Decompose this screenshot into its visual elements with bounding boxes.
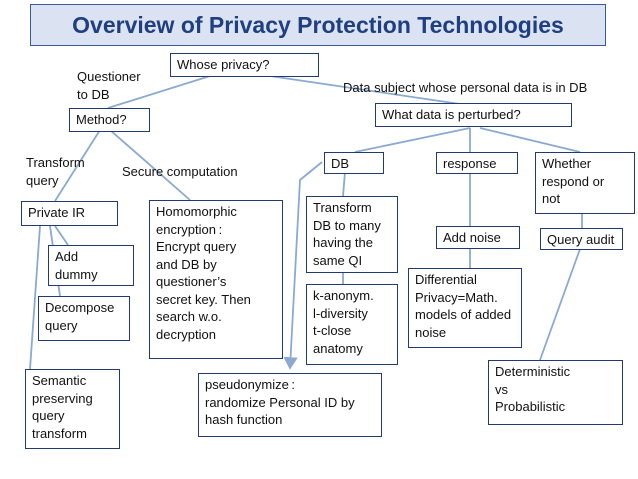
query-audit-node: Query audit	[540, 228, 623, 250]
pseudonymize-node: pseudonymize : randomize Personal ID by …	[198, 373, 382, 437]
differential-privacy-node: Differential Privacy=Math. models of add…	[408, 268, 522, 348]
add-dummy-node: Add dummy	[48, 245, 134, 286]
what-data-perturbed-node: What data is perturbed?	[375, 103, 572, 127]
transform-db-node: Transform DB to many having the same QI	[306, 196, 398, 273]
secure-computation-label: Secure computation	[122, 164, 238, 179]
method-node: Method?	[69, 108, 150, 132]
whose-privacy-node: Whose privacy?	[170, 53, 319, 77]
whether-respond-node: Whether respond or not	[535, 152, 635, 214]
transform-query-label: Transform query	[26, 155, 85, 188]
data-subject-label: Data subject whose personal data is in D…	[343, 80, 588, 95]
deterministic-node: Deterministic vs Probabilistic	[488, 360, 623, 425]
semantic-preserving-node: Semantic preserving query transform	[25, 369, 120, 449]
k-anonym-node: k-anonym. l-diversity t-close anatomy	[306, 284, 398, 365]
page-title: Overview of Privacy Protection Technolog…	[30, 4, 606, 46]
add-noise-node: Add noise	[436, 226, 520, 249]
private-ir-node: Private IR	[21, 201, 118, 226]
response-node: response	[436, 152, 518, 174]
questioner-label: Questioner to DB	[77, 69, 141, 102]
homomorphic-node: Homomorphic encryption : Encrypt query a…	[149, 200, 283, 359]
decompose-query-node: Decompose query	[38, 296, 130, 341]
db-node: DB	[324, 152, 384, 174]
